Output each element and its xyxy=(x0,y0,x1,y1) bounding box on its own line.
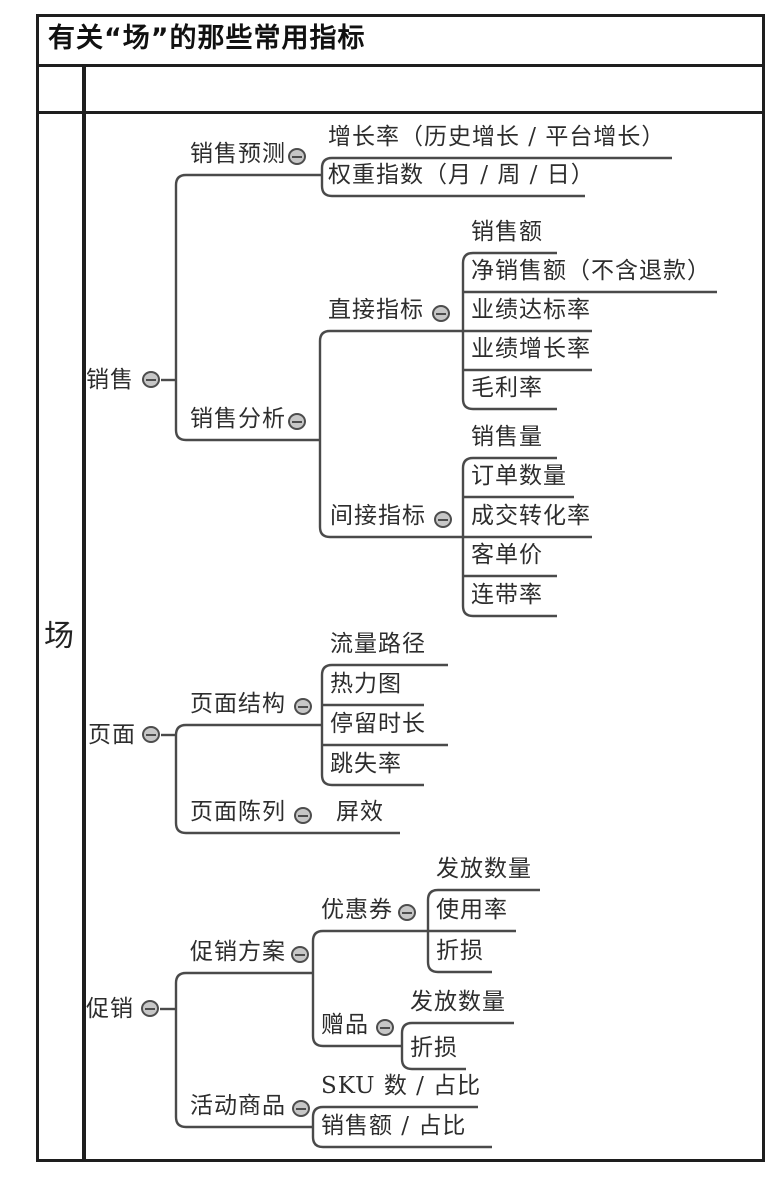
leaf-sales-amount: 销售额 xyxy=(471,219,543,245)
bracket-sales-analysis xyxy=(318,329,331,539)
leaf-order-count: 订单数量 xyxy=(471,463,567,489)
leaf-sales-volume: 销售量 xyxy=(471,424,543,450)
title-row-divider xyxy=(36,64,765,67)
leaf-attachment-rate: 连带率 xyxy=(471,582,543,608)
branch-sales: 销售 xyxy=(86,367,134,393)
figure-title: 有关“场”的那些常用指标 xyxy=(48,23,366,54)
spacer-row-divider xyxy=(36,111,765,114)
collapse-minus-icon xyxy=(142,371,160,388)
leaf-coupon-discount-loss: 折损 xyxy=(436,938,484,964)
branch-promotion: 促销 xyxy=(86,996,134,1022)
root-topic: 场 xyxy=(44,619,74,654)
leaf-performance-growth-rate: 业绩增长率 xyxy=(471,336,591,362)
leaf-net-sales: 净销售额（不含退款） xyxy=(471,258,711,284)
node-activity-products: 活动商品 xyxy=(190,1093,286,1119)
leaf-usage-rate: 使用率 xyxy=(436,897,508,923)
collapse-minus-icon xyxy=(294,807,312,824)
leaf-gross-margin: 毛利率 xyxy=(471,375,543,401)
leaf-gift-discount-loss: 折损 xyxy=(410,1035,458,1061)
leaf-conversion-rate: 成交转化率 xyxy=(471,503,591,529)
leaf-traffic-path: 流量路径 xyxy=(330,631,426,657)
leaf-coupon-issued-count: 发放数量 xyxy=(436,856,532,882)
leaf-weight-index: 权重指数（月 / 周 / 日） xyxy=(328,162,595,188)
leaf-dwell-time: 停留时长 xyxy=(330,711,426,737)
node-sales-forecast: 销售预测 xyxy=(190,141,286,167)
node-coupon: 优惠券 xyxy=(321,897,393,923)
collapse-minus-icon xyxy=(292,1100,310,1117)
node-page-display: 页面陈列 xyxy=(190,799,286,825)
leaf-bounce-rate: 跳失率 xyxy=(330,751,402,777)
branch-page: 页面 xyxy=(88,722,136,748)
collapse-minus-icon xyxy=(294,698,312,715)
collapse-minus-icon xyxy=(291,946,309,963)
collapse-minus-icon xyxy=(288,148,306,165)
collapse-minus-icon xyxy=(434,511,452,528)
leaf-avg-order-value: 客单价 xyxy=(471,542,543,568)
node-direct-metrics: 直接指标 xyxy=(328,297,424,323)
node-indirect-metrics: 间接指标 xyxy=(330,503,426,529)
bracket-sales xyxy=(174,173,187,442)
node-promotion-plan: 促销方案 xyxy=(190,939,286,965)
collapse-minus-icon xyxy=(142,726,160,743)
leaf-sku-count-share: SKU 数 / 占比 xyxy=(321,1073,482,1099)
root-column-divider xyxy=(82,64,86,1162)
leaf-target-achievement-rate: 业绩达标率 xyxy=(471,297,591,323)
node-page-structure: 页面结构 xyxy=(190,691,286,717)
collapse-minus-icon xyxy=(288,413,306,430)
leaf-gift-issued-count: 发放数量 xyxy=(410,989,506,1015)
node-gift: 赠品 xyxy=(321,1012,369,1038)
bracket-page xyxy=(174,723,187,835)
collapse-minus-icon xyxy=(376,1019,394,1036)
collapse-minus-icon xyxy=(141,1000,159,1017)
node-sales-analysis: 销售分析 xyxy=(190,406,286,432)
collapse-minus-icon xyxy=(398,904,416,921)
figure-frame xyxy=(36,14,765,1162)
bracket-promotion-plan xyxy=(311,929,324,1048)
leaf-sales-share: 销售额 / 占比 xyxy=(321,1113,467,1139)
leaf-growth-rate: 增长率（历史增长 / 平台增长） xyxy=(328,124,666,150)
leaf-heatmap: 热力图 xyxy=(330,671,402,697)
leaf-screen-efficiency: 屏效 xyxy=(336,799,384,825)
bracket-sales-forecast xyxy=(320,156,333,198)
bracket-promotion xyxy=(174,971,187,1129)
collapse-minus-icon xyxy=(432,305,450,322)
